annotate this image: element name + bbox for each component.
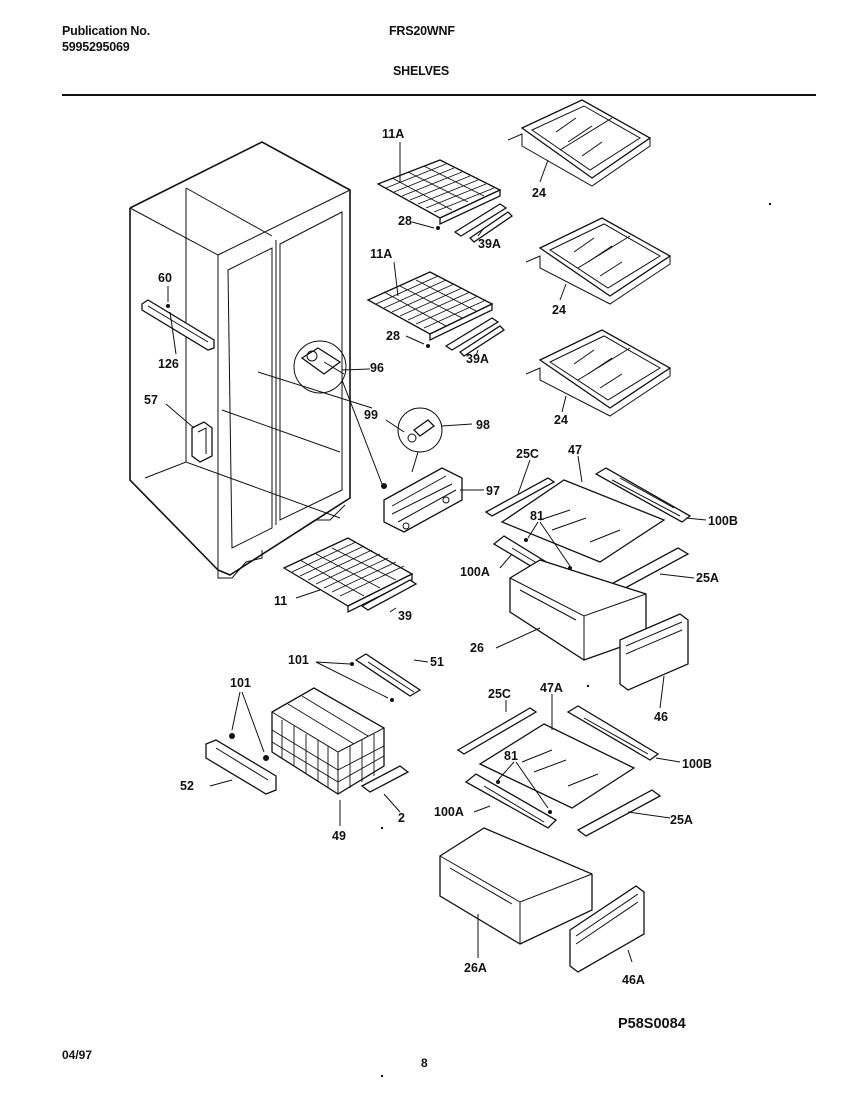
label-52: 52 [180,779,194,793]
screw-28-upper [436,226,440,230]
label-26A: 26A [464,961,487,975]
speck [380,826,384,830]
wire-shelf-11A-upper [376,159,502,226]
label-49: 49 [332,829,346,843]
part-number-labels: 11A 28 39A 24 11A 28 39A 24 60 126 96 57… [144,127,738,987]
label-100A-lower: 100A [434,805,464,819]
screw-81-upper-b [568,566,572,570]
page-number: 8 [421,1056,428,1070]
label-100B-lower: 100B [682,757,712,771]
label-2: 2 [398,811,405,825]
header-divider [62,94,816,96]
wire-shelf-11A-middle [366,271,494,342]
label-60: 60 [158,271,172,285]
label-47: 47 [568,443,582,457]
detail-circle-96 [293,340,347,394]
label-24-low: 24 [554,413,568,427]
label-97: 97 [486,484,500,498]
label-11A-upper: 11A [382,127,404,141]
label-39A-middle: 39A [466,352,489,366]
speck [586,684,590,688]
label-24-middle: 24 [552,303,566,317]
label-11: 11 [274,594,287,608]
rail-51 [354,653,422,697]
label-98: 98 [476,418,490,432]
label-100B-upper: 100B [708,514,738,528]
screw-81-lower-b [548,810,552,814]
cover-rail-25C-lower [456,707,538,755]
label-96: 96 [370,361,384,375]
label-101-top: 101 [288,653,309,667]
screw-28-middle [426,344,430,348]
leader-lines [165,142,707,963]
label-39: 39 [398,609,412,623]
drawer-front-46A [569,885,645,973]
crisper-drawer-26A [439,827,593,945]
cover-rail-25A-lower [576,789,662,837]
screw-81-lower-a [496,780,500,784]
label-11A-middle: 11A [370,247,392,261]
refrigerator-cabinet [129,141,373,579]
model-number: FRS20WNF [389,24,455,38]
drawer-front-46 [619,613,689,691]
shelf-bracket-126 [141,299,215,351]
label-47A: 47A [540,681,563,695]
label-46A: 46A [622,973,645,987]
screw-60 [166,304,170,308]
detail-circle-98 [397,407,443,453]
screw-99 [381,483,387,489]
label-101-left: 101 [230,676,251,690]
speck [768,202,772,206]
shelf-rail-39A-middle [444,317,506,357]
section-title: SHELVES [393,64,450,78]
label-99: 99 [364,408,378,422]
crisper-support-97 [383,467,463,533]
glass-shelf-24-low [525,329,672,417]
label-25A-lower: 25A [670,813,693,827]
speck [380,1074,384,1078]
wire-shelf-11 [282,537,414,614]
cover-rail-100A-lower [464,773,558,829]
label-100A-upper: 100A [460,565,490,579]
label-25A-upper: 25A [696,571,719,585]
label-81-upper: 81 [530,509,544,523]
screw-101-left-a [229,733,235,739]
shelf-rail-39A-upper [453,203,514,243]
cover-rail-100B-lower [566,705,660,761]
screw-101-left-b [263,755,269,761]
clip-57 [191,421,213,463]
screw-101-top-b [390,698,394,702]
label-25C-lower: 25C [488,687,511,701]
rail-2 [360,765,410,793]
diagram-code: P58S0084 [618,1016,686,1032]
screw-81-upper-a [524,538,528,542]
cover-rail-25C-upper [484,477,556,517]
label-126: 126 [158,357,179,371]
wire-basket-49 [271,687,385,795]
label-81-lower: 81 [504,749,518,763]
bracket-52 [205,739,277,795]
label-28-upper: 28 [398,214,412,228]
label-24-top: 24 [532,186,546,200]
label-25C-upper: 25C [516,447,539,461]
label-51: 51 [430,655,444,669]
shelf-rail-39 [360,579,418,611]
crisper-glass-47 [500,479,666,563]
publication-date: 04/97 [62,1048,93,1062]
label-26: 26 [470,641,484,655]
label-28-middle: 28 [386,329,400,343]
crisper-glass-47A [478,723,636,809]
glass-shelf-24-top [507,99,652,187]
publication-label: Publication No. [62,24,150,38]
label-57: 57 [144,393,158,407]
cover-rail-100B-upper [594,467,692,523]
label-39A-upper: 39A [478,237,501,251]
publication-number: 5995295069 [62,40,130,54]
screw-101-top-a [350,662,354,666]
label-46: 46 [654,710,668,724]
glass-shelf-24-middle [525,217,672,305]
